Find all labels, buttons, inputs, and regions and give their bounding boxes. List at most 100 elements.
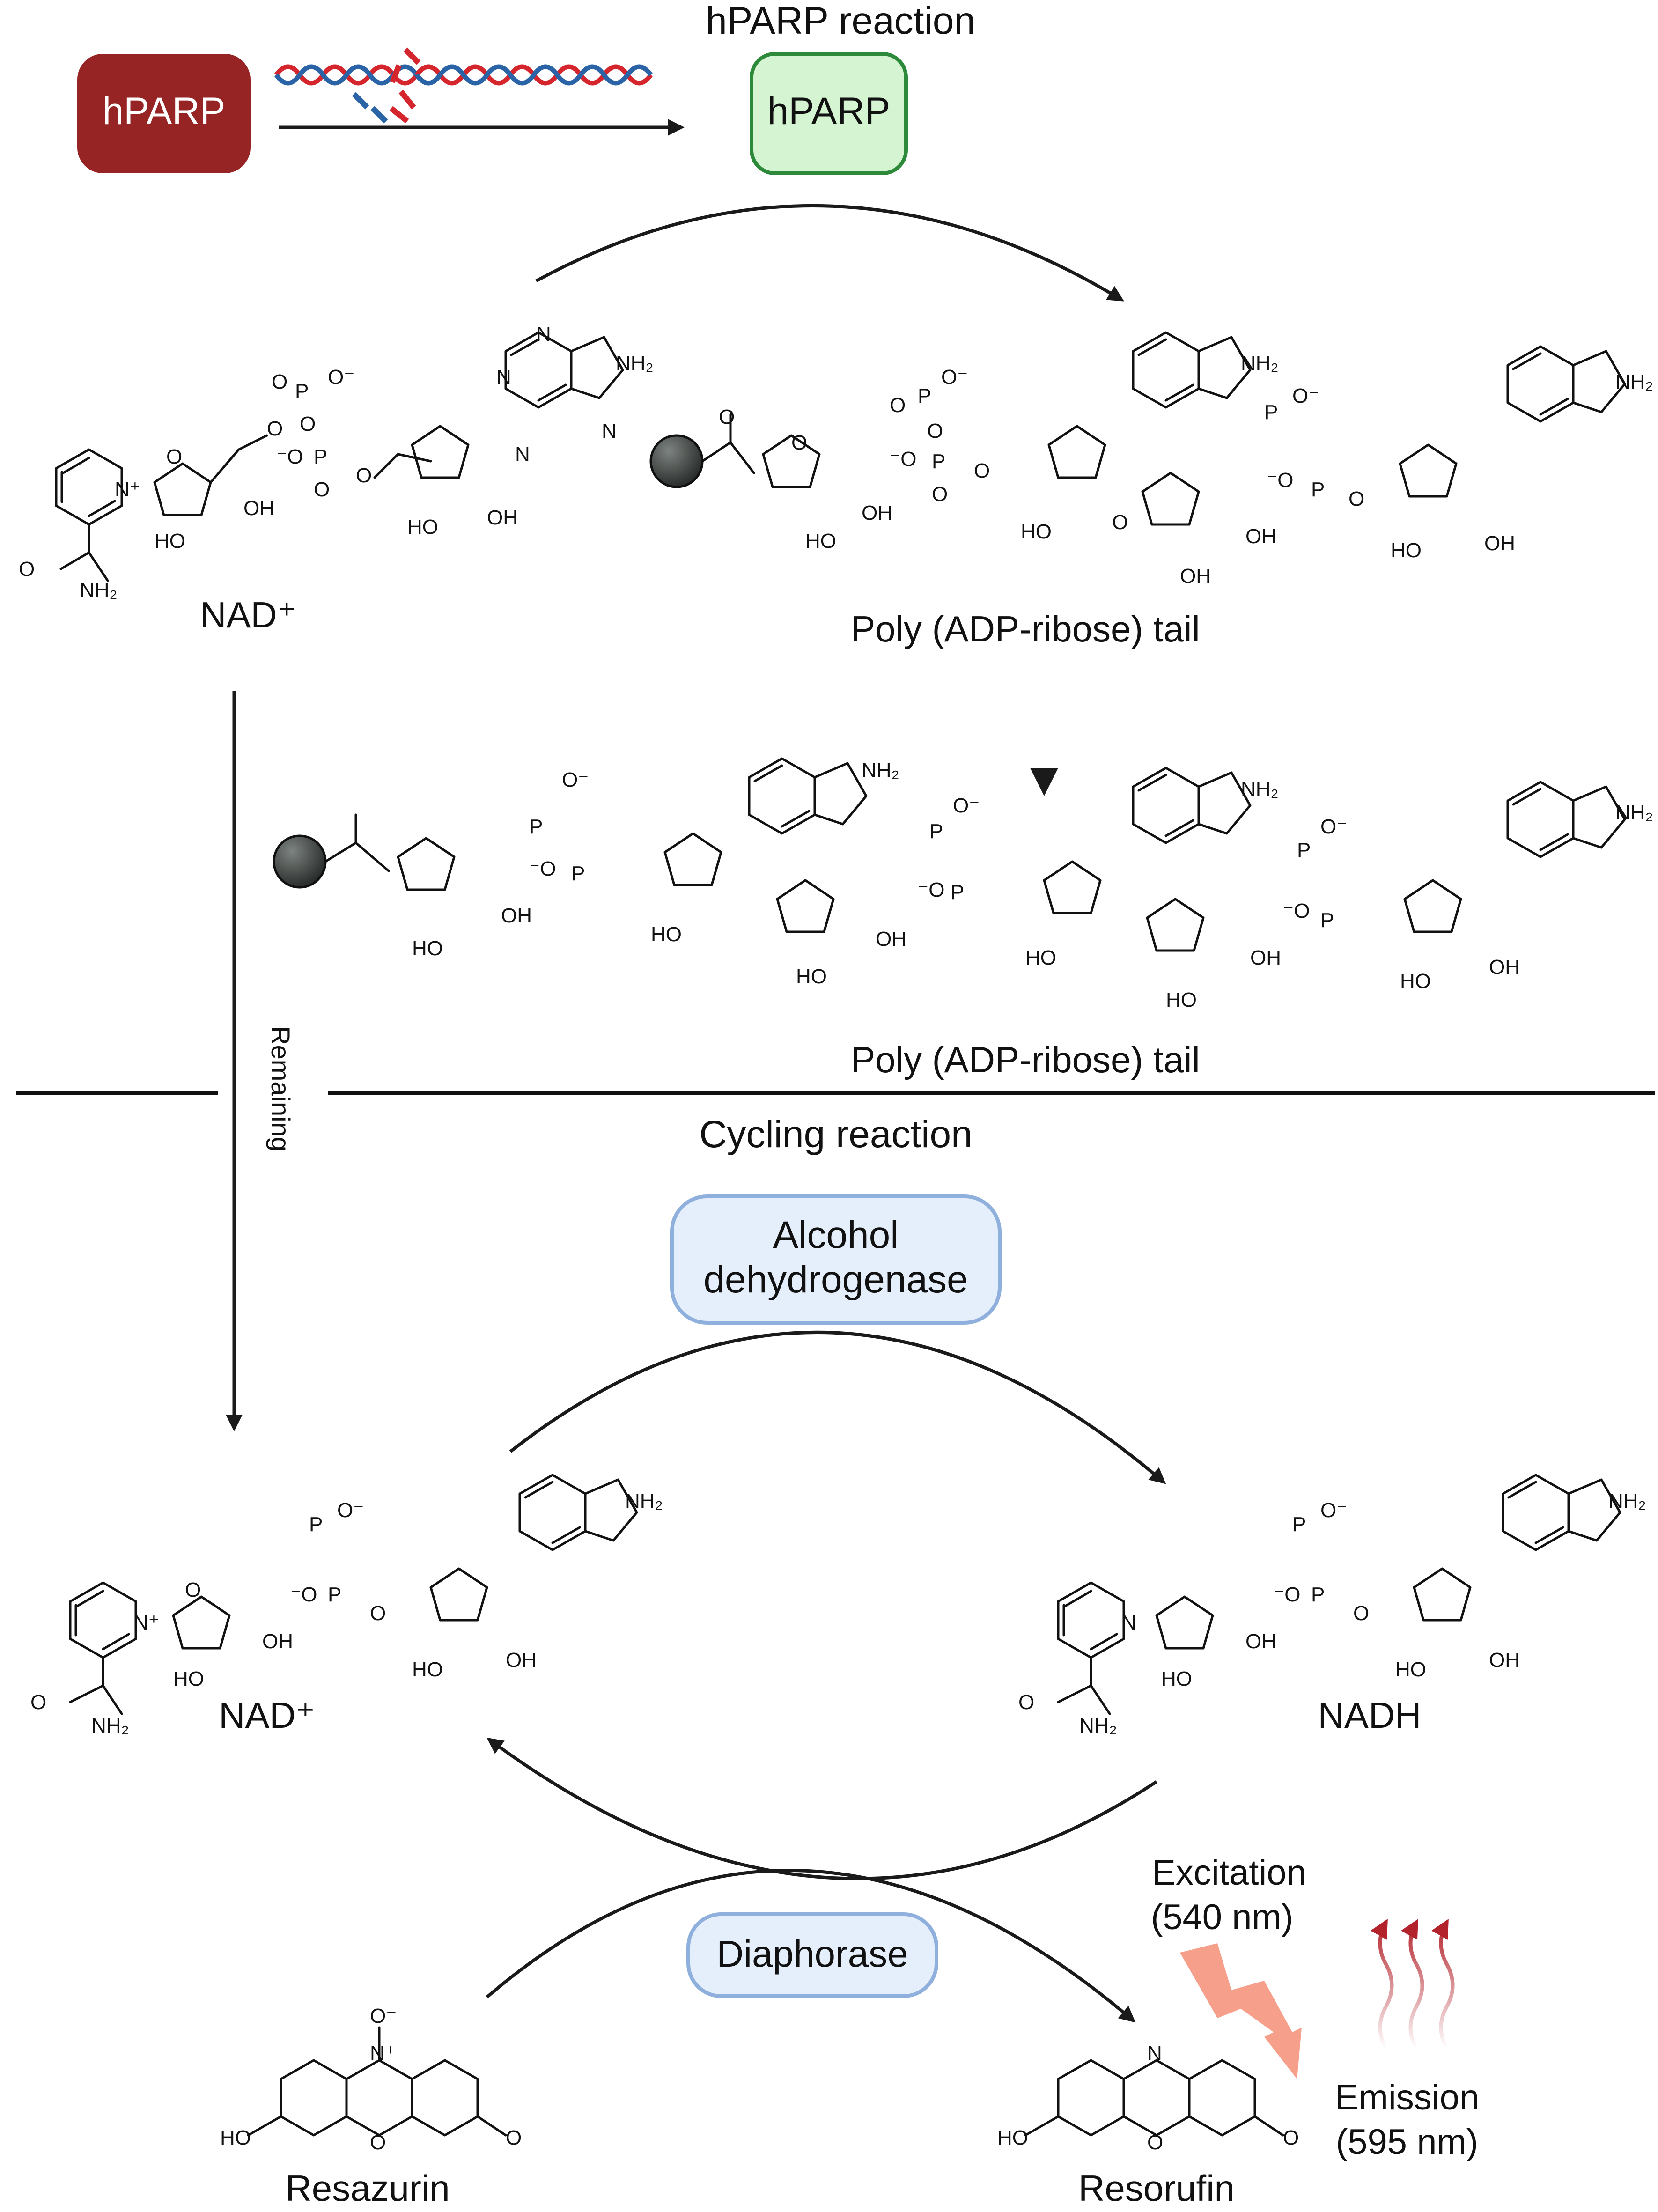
- svg-text:N: N: [1121, 1611, 1136, 1634]
- svg-text:OH: OH: [487, 506, 518, 529]
- excitation-line2: (540 nm): [1151, 1897, 1293, 1937]
- svg-text:NH₂: NH₂: [1241, 778, 1279, 801]
- nad-bottom-label: NAD⁺: [219, 1695, 315, 1736]
- svg-text:⁻O: ⁻O: [529, 857, 556, 880]
- svg-text:O⁻: O⁻: [370, 2005, 397, 2028]
- svg-text:O: O: [1283, 2126, 1299, 2149]
- svg-text:HO: HO: [1025, 946, 1056, 969]
- svg-text:P: P: [918, 384, 931, 407]
- damaged-dna-icon: [274, 47, 653, 124]
- emission-line2: (595 nm): [1336, 2122, 1478, 2162]
- svg-text:NH₂: NH₂: [625, 1489, 663, 1512]
- svg-text:OH: OH: [1250, 946, 1281, 969]
- svg-text:N: N: [1147, 2042, 1162, 2065]
- svg-text:O⁻: O⁻: [337, 1499, 364, 1522]
- svg-text:O: O: [1018, 1691, 1034, 1714]
- svg-text:O: O: [890, 394, 906, 417]
- svg-text:O: O: [166, 445, 182, 468]
- svg-text:O: O: [1112, 511, 1128, 534]
- svg-text:O: O: [267, 417, 283, 440]
- oxidation-arrow: [486, 1737, 1157, 1880]
- poly-adp-ribose-tail-1: O HO OH O O P O⁻ O ⁻O P O O HO O NH₂ OH …: [649, 332, 1653, 588]
- emission-line1: Emission: [1335, 2078, 1479, 2117]
- svg-text:O⁻: O⁻: [328, 366, 354, 389]
- svg-text:OH: OH: [876, 928, 906, 951]
- svg-text:HO: HO: [805, 530, 836, 553]
- svg-text:HO: HO: [1395, 1658, 1426, 1681]
- svg-text:P: P: [309, 1513, 323, 1536]
- hparp-section-title: hPARP reaction: [706, 0, 975, 42]
- svg-text:NH₂: NH₂: [80, 579, 118, 602]
- svg-text:P: P: [929, 820, 943, 843]
- svg-text:P: P: [932, 450, 945, 473]
- poly-tail-label-1: Poly (ADP-ribose) tail: [851, 608, 1200, 649]
- svg-text:⁻O: ⁻O: [918, 878, 944, 901]
- svg-text:⁻O: ⁻O: [1283, 900, 1310, 922]
- svg-text:O⁻: O⁻: [1292, 384, 1319, 407]
- svg-text:O⁻: O⁻: [1320, 1499, 1347, 1522]
- enzyme-1-line2: dehydrogenase: [703, 1258, 968, 1301]
- svg-text:P: P: [1292, 1513, 1306, 1536]
- svg-text:O⁻: O⁻: [953, 794, 980, 817]
- svg-text:P: P: [1297, 839, 1311, 862]
- svg-text:OH: OH: [1245, 1630, 1276, 1653]
- svg-text:N: N: [536, 323, 551, 346]
- poly-tail-label-2: Poly (ADP-ribose) tail: [851, 1039, 1200, 1080]
- svg-text:NH₂: NH₂: [1079, 1714, 1117, 1737]
- svg-text:O: O: [272, 370, 287, 393]
- svg-text:OH: OH: [506, 1649, 537, 1672]
- svg-text:HO: HO: [173, 1667, 204, 1690]
- hparp-active-label: hPARP: [767, 90, 891, 133]
- svg-text:N: N: [496, 366, 511, 389]
- resorufin-structure: N O O HO: [997, 2042, 1299, 2154]
- svg-text:O: O: [1353, 1602, 1369, 1625]
- svg-text:O: O: [30, 1691, 46, 1714]
- svg-text:HO: HO: [651, 923, 682, 946]
- svg-text:HO: HO: [407, 516, 438, 538]
- svg-text:NH₂: NH₂: [1615, 370, 1653, 393]
- svg-text:N⁺: N⁺: [115, 478, 140, 501]
- svg-text:P: P: [1311, 1583, 1325, 1606]
- svg-text:P: P: [295, 380, 309, 403]
- remaining-label: Remaining: [266, 1026, 295, 1151]
- svg-text:HO: HO: [1400, 970, 1431, 993]
- reduction-arrow: [509, 1330, 1166, 1484]
- svg-text:HO: HO: [220, 2126, 251, 2149]
- svg-text:O: O: [370, 1602, 386, 1625]
- svg-text:HO: HO: [412, 1658, 443, 1681]
- svg-text:O⁻: O⁻: [1320, 815, 1347, 838]
- svg-text:NH₂: NH₂: [1241, 352, 1279, 375]
- hparp-inactive-box: [77, 54, 251, 173]
- svg-text:O: O: [185, 1578, 201, 1601]
- svg-text:⁻O: ⁻O: [276, 445, 303, 468]
- svg-text:NH₂: NH₂: [1615, 801, 1653, 824]
- svg-text:O: O: [19, 558, 35, 581]
- resazurin-structure: O⁻ N⁺ O O HO: [220, 2005, 522, 2154]
- cycling-section-title: Cycling reaction: [699, 1113, 972, 1156]
- svg-text:P: P: [1264, 401, 1278, 424]
- svg-text:OH: OH: [1180, 565, 1211, 588]
- nad-bottom-structure: N⁺ O NH₂ O HO OH P O⁻ ⁻O P O HO OH NH₂: [30, 1475, 663, 1737]
- svg-text:OH: OH: [501, 904, 532, 927]
- svg-text:O: O: [356, 464, 372, 487]
- svg-text:⁻O: ⁻O: [1267, 469, 1293, 492]
- nadh-label: NADH: [1318, 1695, 1421, 1736]
- emission-waves-icon: [1370, 1919, 1455, 2050]
- svg-text:HO: HO: [1161, 1667, 1192, 1690]
- svg-text:N⁺: N⁺: [370, 2042, 396, 2065]
- svg-text:O: O: [506, 2126, 522, 2149]
- svg-text:N: N: [515, 443, 530, 466]
- nadh-structure: N O NH₂ HO OH P O⁻ ⁻O P O HO OH NH₂: [1018, 1475, 1646, 1737]
- enzyme-2-label: Diaphorase: [716, 1933, 908, 1975]
- svg-text:NH₂: NH₂: [1608, 1489, 1646, 1512]
- svg-text:O: O: [791, 431, 807, 454]
- svg-text:O⁻: O⁻: [562, 768, 589, 791]
- svg-text:HO: HO: [1391, 539, 1422, 562]
- resorufin-label: Resorufin: [1078, 2168, 1235, 2209]
- svg-text:P: P: [328, 1583, 341, 1606]
- excitation-line1: Excitation: [1152, 1853, 1306, 1893]
- svg-text:P: P: [571, 862, 585, 885]
- svg-text:⁻O: ⁻O: [890, 448, 916, 471]
- svg-text:O: O: [1147, 2131, 1163, 2154]
- svg-text:NH₂: NH₂: [91, 1714, 129, 1737]
